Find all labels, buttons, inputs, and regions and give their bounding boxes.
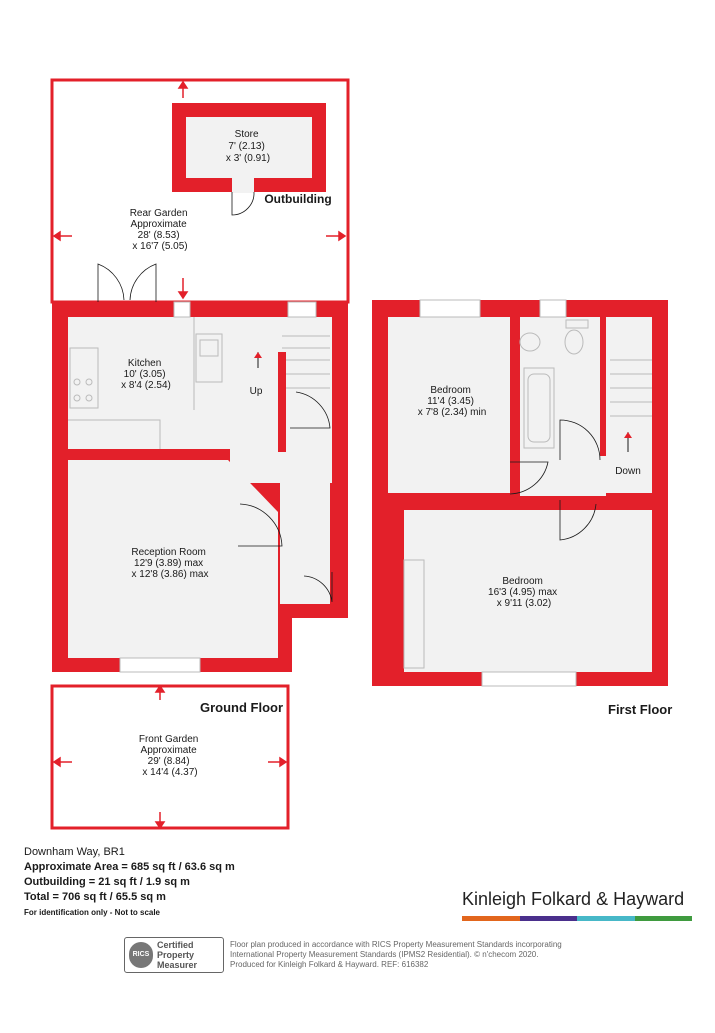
bedroom2-label: Bedroom 16'3 (4.95) max x 9'11 (3.02) [488,576,560,609]
legal-line3: Produced for Kinleigh Folkard & Hayward.… [230,960,429,969]
reception-label: Reception Room 12'9 (3.89) max x 12'8 (3… [131,547,208,580]
brand-name: Kinleigh Folkard & Hayward [462,889,685,909]
front-garden-label: Front Garden Approximate 29' (8.84) x 14… [139,734,201,778]
brand-bar-green [634,916,692,921]
legal-text: Floor plan produced in accordance with R… [230,940,600,970]
bedroom1-label: Bedroom 11'4 (3.45) x 7'8 (2.34) min [418,385,487,418]
ground-floor-plan [52,263,348,673]
ground-floor-title: Ground Floor [200,700,283,715]
up-label: Up [250,386,263,397]
rear-garden-label: Rear Garden Approximate 28' (8.53) x 16'… [130,208,191,252]
first-floor-title: First Floor [608,702,672,717]
brand-bar-teal [577,916,635,921]
property-info: Downham Way, BR1 Approximate Area = 685 … [24,845,235,920]
brand-bar-orange [462,916,520,921]
disclaimer: For identification only - Not to scale [24,908,161,917]
rics-logo-icon: RICS [129,942,153,968]
total-area: Total = 706 sq ft / 65.5 sq m [24,891,166,903]
rics-line1: Certified [157,940,194,950]
legal-line1: Floor plan produced in accordance with R… [230,940,562,949]
rics-badge: RICS Certified Property Measurer [124,937,224,973]
brand-color-bars [462,916,692,921]
rics-text: Certified Property Measurer [157,940,197,970]
brand-bar-purple [519,916,577,921]
kitchen-label: Kitchen 10' (3.05) x 8'4 (2.54) [121,358,171,391]
outbuilding-store [172,103,326,216]
outbuilding-label: Outbuilding [264,192,331,206]
store-label: Store 7' (2.13) x 3' (0.91) [226,129,270,164]
outbuilding-area: Outbuilding = 21 sq ft / 1.9 sq m [24,876,190,888]
address: Downham Way, BR1 [24,846,125,858]
rics-line3: Measurer [157,960,198,970]
down-label: Down [615,466,641,477]
approx-area: Approximate Area = 685 sq ft / 63.6 sq m [24,861,235,873]
rics-line2: Property [157,950,195,960]
front-garden-outline [50,684,290,830]
first-floor-plan [372,299,668,687]
legal-line2: International Property Measurement Stand… [230,950,539,959]
garden-arrows [52,80,347,830]
